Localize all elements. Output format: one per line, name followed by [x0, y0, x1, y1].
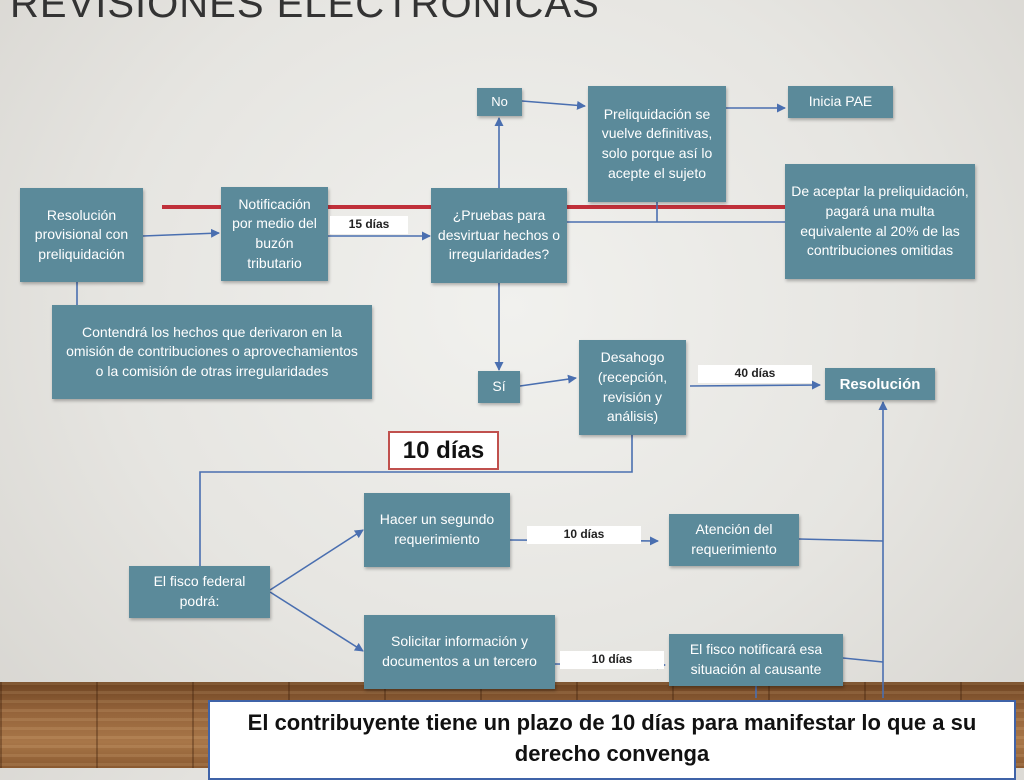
connector-desahogo-to-fisco: [199, 435, 633, 566]
aceptar-preliquidacion-box: De aceptar la preliquidación, pagará una…: [785, 164, 975, 279]
connector-atencion-to-feedback: [798, 538, 884, 542]
slide-title: REVISIONES ELECTRÓNICAS: [10, 0, 600, 26]
resolucion-provisional-box: Resolución provisional con preliquidació…: [20, 188, 143, 282]
plazo-banner: El contribuyente tiene un plazo de 10 dí…: [208, 700, 1016, 780]
label-10-dias-highlight: 10 días: [388, 431, 499, 470]
arrow-resolucion-to-notificacion: [142, 228, 220, 238]
arrow-si-to-desahogo: [519, 374, 577, 387]
label-40-dias: 40 días: [698, 365, 812, 383]
arrow-fisco-to-tercero: [269, 591, 364, 652]
pruebas-desvirtuar-box: ¿Pruebas para desvirtuar hechos o irregu…: [431, 188, 567, 283]
no-box: No: [477, 88, 522, 116]
label-10-dias-tercero: 10 días: [560, 651, 664, 669]
connector-notificara-to-feedback: [842, 657, 884, 663]
desahogo-box: Desahogo (recepción, revisión y análisis…: [579, 340, 686, 435]
preliquidacion-definitiva-box: Preliquidación se vuelve definitivas, so…: [588, 86, 726, 202]
segundo-requerimiento-box: Hacer un segundo requerimiento: [364, 493, 510, 567]
contendra-hechos-box: Contendrá los hechos que derivaron en la…: [52, 305, 372, 399]
solicitar-tercero-box: Solicitar información y documentos a un …: [364, 615, 555, 689]
label-10-dias-requerimiento: 10 días: [527, 526, 641, 544]
si-box: Sí: [478, 371, 520, 403]
fisco-notificara-box: El fisco notificará esa situación al cau…: [669, 634, 843, 686]
label-15-dias: 15 días: [330, 216, 408, 234]
notificacion-buzon-box: Notificación por medio del buzón tributa…: [221, 187, 328, 281]
inicia-pae-box: Inicia PAE: [788, 86, 893, 118]
fisco-federal-podra-box: El fisco federal podrá:: [129, 566, 270, 618]
arrow-no-to-preliquidacion: [521, 100, 586, 110]
atencion-requerimiento-box: Atención del requerimiento: [669, 514, 799, 566]
arrow-fisco-to-segundo: [269, 529, 364, 591]
resolucion-box: Resolución: [825, 368, 935, 400]
arrow-desahogo-to-resolucion: [689, 380, 821, 390]
